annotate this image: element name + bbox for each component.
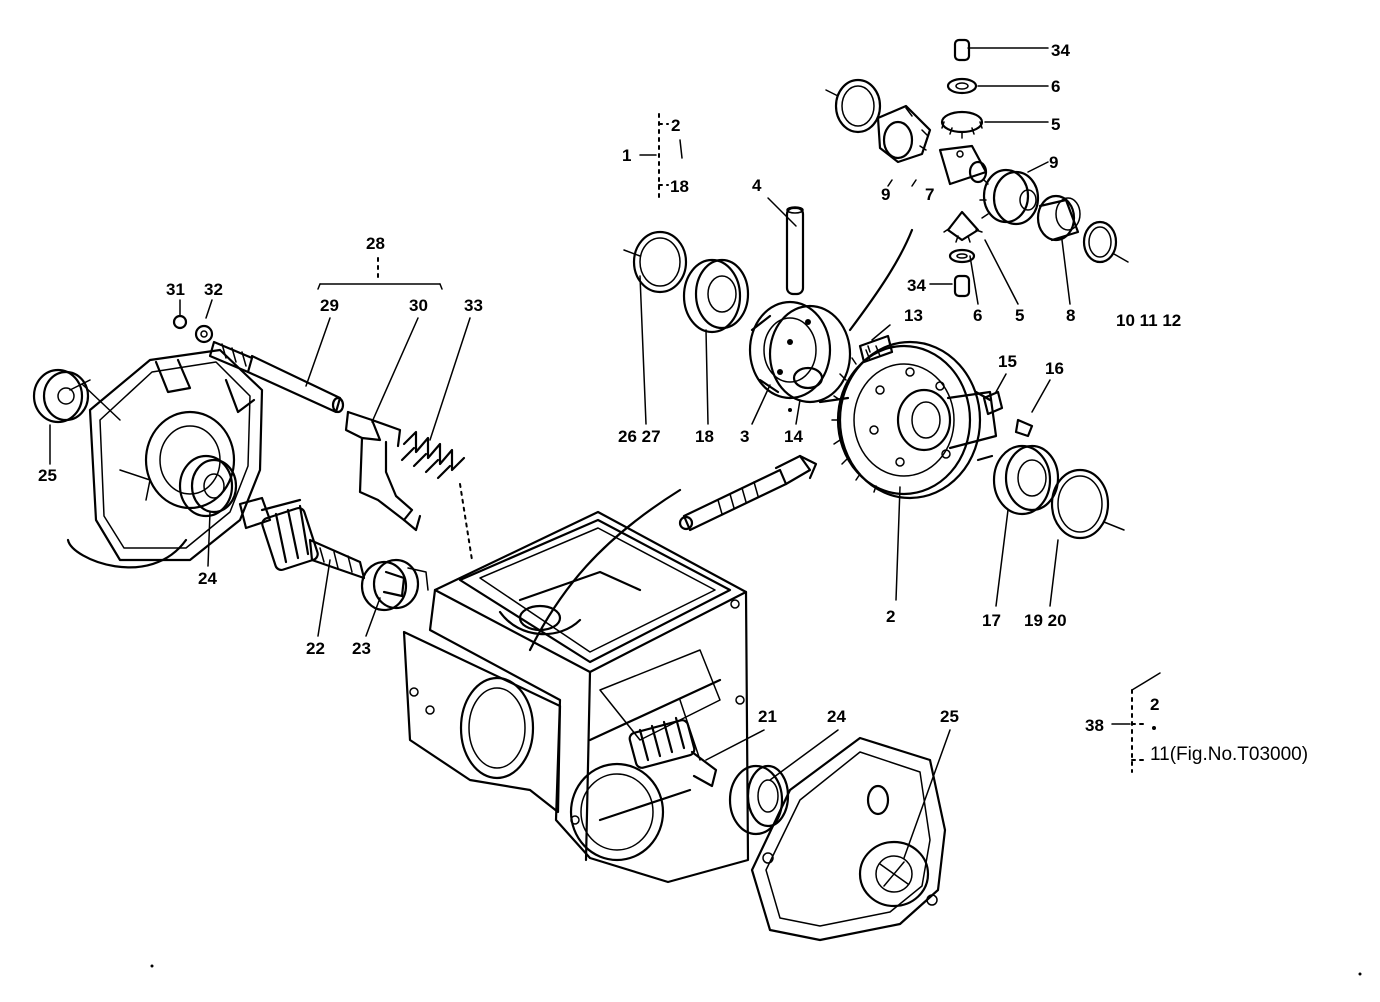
collar-8 (1036, 194, 1081, 242)
part-label-21: 21 (758, 707, 777, 726)
transmission-case (402, 488, 750, 884)
part-label-18-top: 18 (670, 177, 689, 196)
part-label-7: 7 (925, 185, 934, 204)
part-label-1: 1 (622, 146, 631, 165)
ring-gear-2 (831, 340, 998, 500)
part-label-28: 28 (366, 234, 385, 253)
part-label-16: 16 (1045, 359, 1064, 378)
part-label-14: 14 (784, 427, 803, 446)
coupling-23 (360, 558, 429, 612)
part-label-34-bottom: 34 (907, 276, 926, 295)
part-label-9-right: 9 (1049, 153, 1058, 172)
part-label-33: 33 (464, 296, 483, 315)
ref-item-38: 38 (1085, 716, 1104, 735)
bracket-28 (317, 257, 443, 290)
bolts-13-14 (818, 334, 894, 404)
right-side-cover (750, 736, 947, 942)
pinion-gear-5-bottom (943, 210, 983, 243)
spring-33 (400, 430, 473, 561)
differential-case-3 (748, 228, 914, 404)
part-label-24-left: 24 (198, 569, 217, 588)
pinion-gear-5-top (940, 110, 984, 139)
part-label-15: 15 (998, 352, 1017, 371)
part-label-10-11-12: 10 11 12 (1116, 311, 1181, 330)
left-side-cover (66, 348, 264, 569)
part-label-25-right: 25 (940, 707, 959, 726)
ref-item-2: 2 (1150, 695, 1159, 714)
shifter-rod-29 (172, 314, 345, 414)
shim-19-20 (1050, 468, 1125, 540)
bracket-1-2-18 (639, 113, 683, 199)
washer-10-11-12 (1082, 220, 1129, 264)
left-bearing-24 (178, 454, 238, 518)
part-label-31: 31 (166, 280, 185, 299)
washer-6-top (946, 77, 978, 95)
part-label-13: 13 (904, 306, 923, 325)
part-label-3: 3 (740, 427, 749, 446)
cross-pin-7 (938, 144, 988, 186)
part-label-6-bottom: 6 (973, 306, 982, 325)
part-label-18: 18 (695, 427, 714, 446)
shift-fork-30 (344, 410, 422, 532)
callout-labels: 34 6 5 9 9 7 34 6 5 8 10 11 12 1 2 18 4 … (38, 41, 1181, 726)
part-label-5-bottom: 5 (1015, 306, 1024, 325)
scan-specks (150, 408, 1362, 976)
part-label-34-top: 34 (1051, 41, 1070, 60)
part-label-5-top: 5 (1051, 115, 1060, 134)
part-label-32: 32 (204, 280, 223, 299)
part-label-19-20: 19 20 (1024, 611, 1067, 630)
washer-6-bottom (948, 248, 976, 264)
diff-side-shim-left (825, 78, 882, 134)
part-label-2: 2 (886, 607, 895, 626)
part-label-23: 23 (352, 639, 371, 658)
lock-plate-15-16 (982, 390, 1034, 438)
pinion-shaft (678, 454, 818, 532)
part-label-26-27: 26 27 (618, 427, 661, 446)
pin-34-top (953, 38, 971, 62)
left-seal-25 (32, 368, 121, 424)
leader-lines (49, 47, 1071, 859)
part-label-6-top: 6 (1051, 77, 1060, 96)
part-label-9-left: 9 (881, 185, 890, 204)
pin-34-bottom (953, 274, 971, 298)
part-label-29: 29 (320, 296, 339, 315)
part-label-22: 22 (306, 639, 325, 658)
shaft-22 (238, 496, 366, 580)
gear-shaft-21 (628, 716, 718, 788)
side-gear-9-left (876, 104, 932, 164)
part-label-17: 17 (982, 611, 1001, 630)
figure-reference-note: 38 2 11(Fig.No.T03000) (1085, 672, 1308, 773)
shim-26-27 (623, 230, 688, 294)
part-label-24-right: 24 (827, 707, 846, 726)
right-bearing-24 (728, 764, 790, 836)
part-label-8: 8 (1066, 306, 1075, 325)
part-label-25-left: 25 (38, 466, 57, 485)
side-gear-9-right (979, 168, 1040, 226)
part-label-30: 30 (409, 296, 428, 315)
pin-4 (785, 206, 805, 296)
ref-figure-number: 11(Fig.No.T03000) (1150, 744, 1308, 765)
part-label-4: 4 (752, 176, 762, 195)
bearing-17 (992, 444, 1060, 516)
part-label-2-top: 2 (671, 116, 680, 135)
bearing-18 (682, 258, 750, 334)
